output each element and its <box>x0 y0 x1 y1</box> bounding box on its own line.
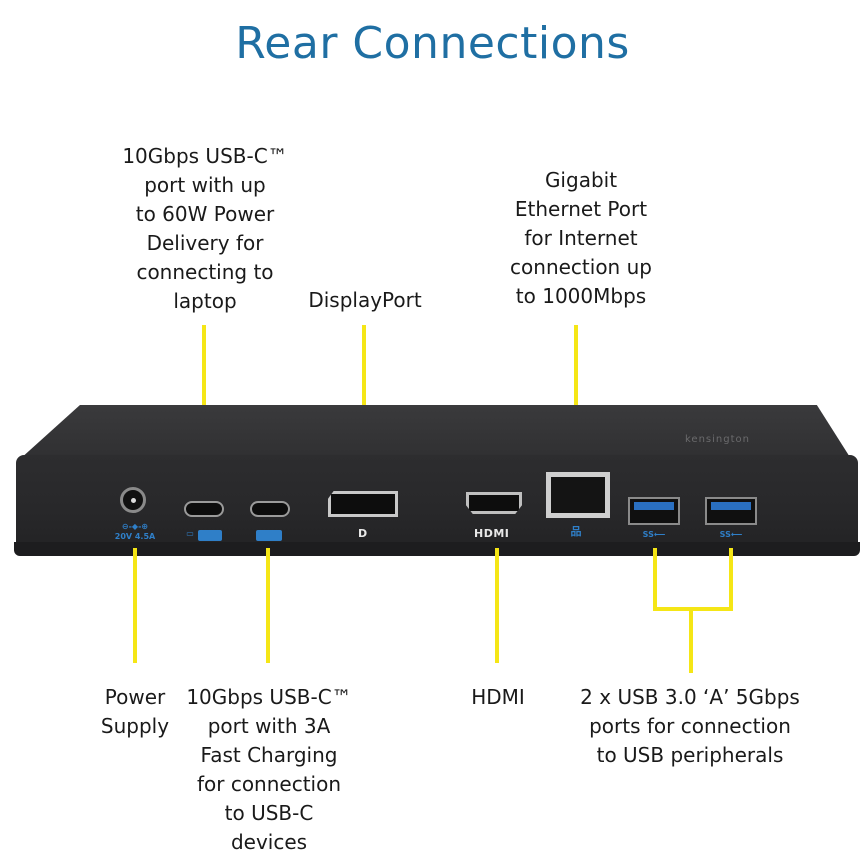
usbc-pd-port <box>184 501 224 517</box>
callout-line-usba-2 <box>729 548 733 610</box>
power-rating-marking: ⊖-◆-⊕ 20V 4.5A <box>114 522 156 541</box>
usbc-charging-port <box>250 501 290 517</box>
callout-line-ethernet <box>574 325 578 473</box>
dock-top-surface <box>22 405 850 463</box>
callout-line-usbc-charging <box>266 548 270 663</box>
label-power-supply: Power Supply <box>100 685 170 738</box>
label-ethernet: Gigabit Ethernet Port for Internet conne… <box>510 168 652 308</box>
callout-line-hdmi <box>495 548 499 663</box>
callout-line-usba-bridge <box>653 607 733 611</box>
label-displayport: DisplayPort <box>308 288 422 312</box>
laptop-icon: ▭ <box>186 529 194 538</box>
callout-line-usba-stem <box>689 607 693 673</box>
dock-base <box>14 542 860 556</box>
hdmi-logo: HDMI <box>474 527 510 540</box>
displayport-logo-icon: D <box>358 527 368 540</box>
hdmi-port <box>466 492 522 514</box>
superspeed-usb-icon-1: SS⟵ <box>642 530 666 539</box>
usbc-charging-badge-icon <box>256 530 282 541</box>
label-usba: 2 x USB 3.0 ‘A’ 5Gbps ports for connecti… <box>580 685 800 767</box>
label-usbc-power-delivery: 10Gbps USB-C™ port with up to 60W Power … <box>122 144 288 313</box>
label-usbc-charging: 10Gbps USB-C™ port with 3A Fast Charging… <box>186 685 352 854</box>
network-icon: 品 <box>570 525 582 538</box>
ethernet-port <box>546 472 610 518</box>
usbc-pd-badge-icon <box>198 530 222 541</box>
brand-logo: kensington <box>685 434 750 445</box>
callout-line-usba-1 <box>653 548 657 610</box>
displayport-port <box>328 491 398 517</box>
usba-port-2 <box>705 497 757 525</box>
power-supply-port <box>120 487 146 513</box>
page-title: Rear Connections <box>235 18 630 69</box>
usba-port-1 <box>628 497 680 525</box>
label-hdmi: HDMI <box>471 685 525 709</box>
callout-line-power <box>133 548 137 663</box>
superspeed-usb-icon-2: SS⟵ <box>719 530 743 539</box>
